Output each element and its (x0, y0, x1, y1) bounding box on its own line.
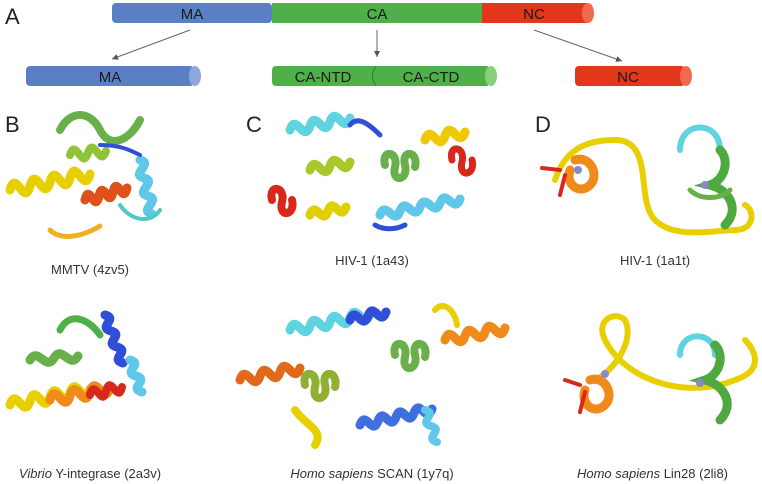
nc-domain-cylinder: NC (575, 66, 692, 86)
ca-segment-label: CA (367, 6, 388, 23)
ca-ntd-label: CA-NTD (295, 69, 352, 86)
caption-scan: Homo sapiens SCAN (1y7q) (262, 466, 482, 481)
vibrio-y-integrase-structure (5, 310, 147, 412)
caption-vibrio-rest: Y-integrase (2a3v) (51, 466, 162, 481)
nc-segment-cap (582, 3, 594, 23)
homo-sapiens-scan-structure (235, 303, 510, 449)
zinc-ion-sphere (601, 370, 609, 378)
caption-hiv1-nc: HIV-1 (1a1t) (619, 253, 691, 268)
panel-letter-a: A (5, 4, 20, 29)
gag-polyprotein-bar: MA CA NC (112, 3, 594, 23)
zinc-ion-sphere (696, 379, 704, 387)
panel-letter-d: D (535, 112, 551, 137)
caption-vibrio-species: Vibrio (18, 466, 52, 481)
ma-domain-cylinder: MA (26, 66, 201, 86)
ma-segment (112, 3, 272, 23)
mmtv-ma-structure (5, 111, 162, 239)
caption-scan-species: Homo sapiens (290, 466, 374, 481)
ma-arrow (111, 29, 191, 60)
ca-ctd-label: CA-CTD (403, 69, 460, 86)
nc-segment-label: NC (523, 6, 545, 23)
ca-domain-cylinder: CA-NTD CA-CTD (272, 65, 497, 87)
caption-lin28: Homo sapiens Lin28 (2li8) (545, 466, 760, 481)
caption-lin28-rest: Lin28 (2li8) (660, 466, 729, 481)
nc-arrow (533, 29, 623, 62)
caption-vibrio: Vibrio Y-integrase (2a3v) (0, 466, 180, 481)
zinc-ion-sphere (701, 181, 709, 189)
ma-domain-label: MA (99, 69, 122, 86)
caption-scan-rest: SCAN (1y7q) (373, 466, 454, 481)
caption-hiv1-ca: HIV-1 (1a43) (335, 253, 409, 268)
panel-letter-c: C (246, 112, 262, 137)
nc-segment (482, 3, 587, 23)
ma-segment-label: MA (181, 6, 204, 23)
homo-sapiens-lin28-structure (563, 313, 758, 425)
panel-letter-b: B (5, 112, 20, 137)
nc-domain-label: NC (617, 69, 639, 86)
caption-mmtv: MMTV (4zv5) (51, 262, 129, 277)
hiv1-ca-structure (267, 111, 477, 232)
hiv1-nc-structure (540, 124, 755, 236)
zinc-ion-sphere (574, 166, 582, 174)
caption-lin28-species: Homo sapiens (576, 466, 661, 481)
ca-segment (272, 3, 482, 23)
